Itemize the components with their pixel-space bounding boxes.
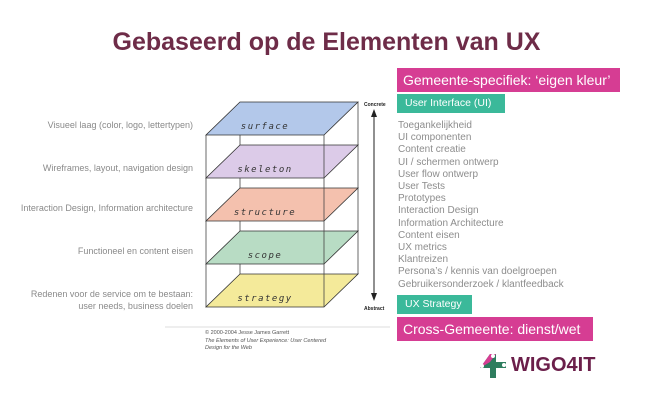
ui-header: User Interface (UI) — [397, 94, 505, 113]
axis-abstract: Abstract — [364, 306, 385, 312]
ui-list-item: UI / schermen ontwerp — [398, 156, 499, 168]
logo-text: WIGO4IT — [511, 353, 596, 376]
book-title-line: The Elements of User Experience: User Ce… — [205, 337, 327, 344]
gemeente-specifiek-banner: Gemeente-specifiek: ‘eigen kleur’ — [397, 68, 620, 92]
ui-list-item: Klantreizen — [398, 254, 449, 266]
wigo4it-logo: WIGO4IT — [478, 350, 595, 380]
ui-list-item: Information Architecture — [398, 217, 504, 229]
label-strategy-2: user needs, business doelen — [78, 301, 193, 311]
copyright: © 2000-2004 Jesse James Garrett The Elem… — [205, 330, 326, 353]
ui-list-item: User Tests — [398, 181, 446, 193]
ui-list-item: Toegankelijkheid — [398, 120, 472, 131]
ui-list-item: Content eisen — [398, 229, 460, 241]
book-title-line: Design for the Web — [205, 345, 252, 351]
axis-concrete: Concrete — [364, 102, 386, 108]
ui-list-item: Gebruikersonderzoek / klantfeedback — [398, 278, 564, 290]
cross-gemeente-banner: Cross-Gemeente: dienst/wet — [397, 317, 593, 341]
ui-list-item: Interaction Design — [398, 205, 479, 217]
arrow-up-icon — [371, 109, 377, 117]
ui-list-item: UI componenten — [398, 132, 472, 144]
label-structure: Interaction Design, Information architec… — [20, 203, 193, 213]
label-scope: Functioneel en content eisen — [77, 246, 193, 256]
copyright-line: © 2000-2004 Jesse James Garrett — [205, 330, 290, 336]
ui-list-item: UX metrics — [398, 242, 447, 254]
layer-label-strategy: strategy — [237, 294, 292, 304]
label-skeleton: Wireframes, layout, navigation design — [42, 163, 193, 173]
logo-mark-icon — [480, 354, 506, 378]
ui-list-item: Persona’s / kennis van doelgroepen — [398, 266, 557, 278]
layer-label-scope: scope — [248, 251, 283, 261]
ux-strategy-header: UX Strategy — [397, 295, 472, 314]
label-surface: Visueel laag (color, logo, lettertypen) — [47, 120, 193, 130]
arrow-down-icon — [371, 293, 377, 301]
page-title: Gebaseerd op de Elementen van UX — [112, 28, 541, 56]
layer-label-skeleton: skeleton — [237, 165, 292, 175]
ui-list-item: Prototypes — [398, 193, 446, 205]
label-strategy-1: Redenen voor de service om te bestaan: — [30, 289, 193, 299]
layer-label-surface: surface — [241, 122, 289, 132]
ui-list-item: Content creatie — [398, 144, 466, 156]
layer-label-structure: structure — [234, 208, 296, 218]
ui-list-item: User flow ontwerp — [398, 168, 479, 180]
